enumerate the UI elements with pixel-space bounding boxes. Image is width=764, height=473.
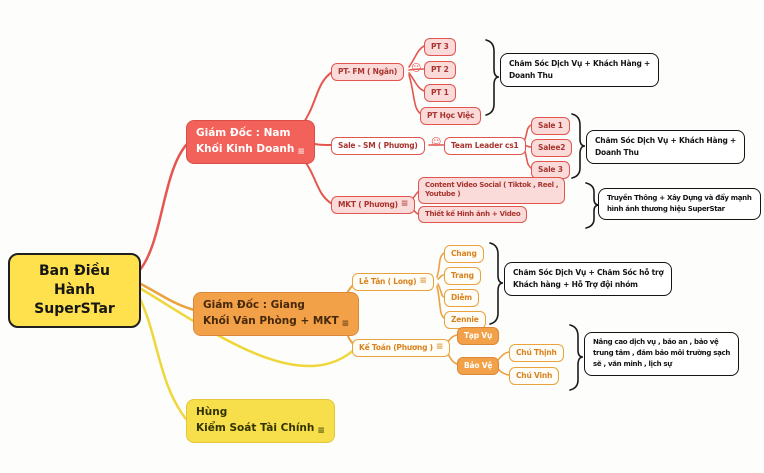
- smiley-icon[interactable]: ☺: [411, 63, 422, 74]
- node-ke-toan[interactable]: Kế Toán (Phương ) ≡: [352, 339, 451, 357]
- node-pt-hoc-viec[interactable]: PT Học Việc: [420, 107, 482, 125]
- connector-root-to-van-phong: [137, 281, 196, 312]
- note-mkt-group[interactable]: Truyền Thông + Xây Dựng và đẩy mạnh hình…: [598, 188, 761, 221]
- connector-pt-fm-to-pt3: [408, 45, 425, 68]
- brace-pt-group: [485, 39, 500, 116]
- notes-icon[interactable]: ≡: [419, 276, 427, 287]
- brace-sale-group: [571, 113, 586, 179]
- notes-icon[interactable]: ≡: [317, 425, 325, 436]
- note-sale-group[interactable]: Chăm Sóc Dịch Vụ + Khách Hàng + Doanh Th…: [586, 130, 746, 164]
- node-thiet-ke[interactable]: Thiết kế Hình ảnh + Video: [418, 206, 528, 223]
- node-content-video[interactable]: Content Video Social ( Tiktok , Reel , Y…: [418, 177, 566, 204]
- node-pt2[interactable]: PT 2: [424, 61, 456, 79]
- node-zennie[interactable]: Zennie: [444, 311, 486, 329]
- note-le-tan-group[interactable]: Chăm Sóc Dịch Vụ + Chăm Sóc hỗ trợ Khách…: [504, 262, 673, 296]
- node-pt3[interactable]: PT 3: [424, 38, 456, 56]
- node-chu-vinh[interactable]: Chú Vinh: [509, 367, 560, 385]
- connector-root-to-kinh-doanh: [137, 142, 189, 273]
- notes-icon[interactable]: ≡: [341, 318, 350, 329]
- node-label: Giám Đốc : Nam Khối Kinh Doanh: [196, 127, 295, 155]
- node-hung-kiem-soat[interactable]: Hùng Kiểm Soát Tài Chính ≡: [186, 399, 335, 443]
- connector-pt-fm-to-pt-hoc-viec: [408, 74, 422, 115]
- connector-le-tan-to-trang: [437, 274, 445, 280]
- node-pt-fm[interactable]: PT- FM ( Ngân): [331, 63, 405, 81]
- note-ke-toan-group[interactable]: Nâng cao dịch vụ , bảo an , bảo vệ trung…: [584, 332, 740, 376]
- node-label: Lễ Tân ( Long): [359, 276, 417, 286]
- connector-pt-fm-to-pt2: [408, 68, 425, 71]
- smiley-icon[interactable]: ☺: [431, 137, 442, 148]
- node-sale1[interactable]: Sale 1: [531, 117, 570, 135]
- connector-root-to-tai-chinh: [134, 289, 188, 421]
- note-pt-group[interactable]: Chăm Sóc Dịch Vụ + Khách Hàng + Doanh Th…: [500, 53, 660, 87]
- node-pt1[interactable]: PT 1: [424, 84, 456, 102]
- node-bao-ve[interactable]: Bảo Vệ: [457, 357, 500, 375]
- notes-icon[interactable]: ≡: [297, 146, 305, 157]
- connector-le-tan-to-diem: [437, 283, 445, 298]
- node-label: Hùng Kiểm Soát Tài Chính: [196, 406, 315, 434]
- node-trang[interactable]: Trang: [444, 267, 481, 285]
- connector-root-to-ke-toan-sweep: [136, 285, 357, 368]
- node-label: Giám Đốc : Giang Khối Văn Phòng + MKT: [203, 299, 339, 327]
- node-tap-vu[interactable]: Tạp Vụ: [457, 327, 500, 345]
- node-giam-doc-giang[interactable]: Giám Đốc : Giang Khối Văn Phòng + MKT ≡: [193, 292, 360, 336]
- connector-pt-fm-to-pt1: [408, 72, 425, 92]
- brace-ke-toan-group: [569, 324, 584, 391]
- connector-le-tan-to-chang: [436, 252, 445, 278]
- connector-le-tan-to-zennie: [436, 285, 445, 319]
- node-label: MKT ( Phương): [338, 199, 398, 209]
- node-sale3[interactable]: Sale 3: [531, 161, 570, 179]
- node-le-tan[interactable]: Lễ Tân ( Long) ≡: [352, 273, 434, 291]
- node-mkt[interactable]: MKT ( Phương) ≡: [331, 196, 416, 214]
- node-sale-sm[interactable]: Sale - SM ( Phương): [331, 137, 425, 155]
- node-giam-doc-nam[interactable]: Giám Đốc : Nam Khối Kinh Doanh ≡: [186, 120, 315, 164]
- node-root-ban-dieu-hanh[interactable]: Ban Điều Hành SuperSTar: [8, 253, 141, 328]
- node-team-leader[interactable]: Team Leader cs1: [444, 137, 526, 155]
- notes-icon[interactable]: ≡: [400, 199, 409, 210]
- node-chu-thinh[interactable]: Chú Thịnh: [509, 344, 564, 362]
- node-chang[interactable]: Chang: [444, 245, 484, 263]
- notes-icon[interactable]: ≡: [435, 342, 444, 353]
- node-diem[interactable]: Diễm: [444, 289, 479, 307]
- brace-le-tan-group: [489, 242, 504, 325]
- node-sale2[interactable]: Salee2: [531, 139, 573, 157]
- node-label: Kế Toán (Phương ): [359, 342, 433, 352]
